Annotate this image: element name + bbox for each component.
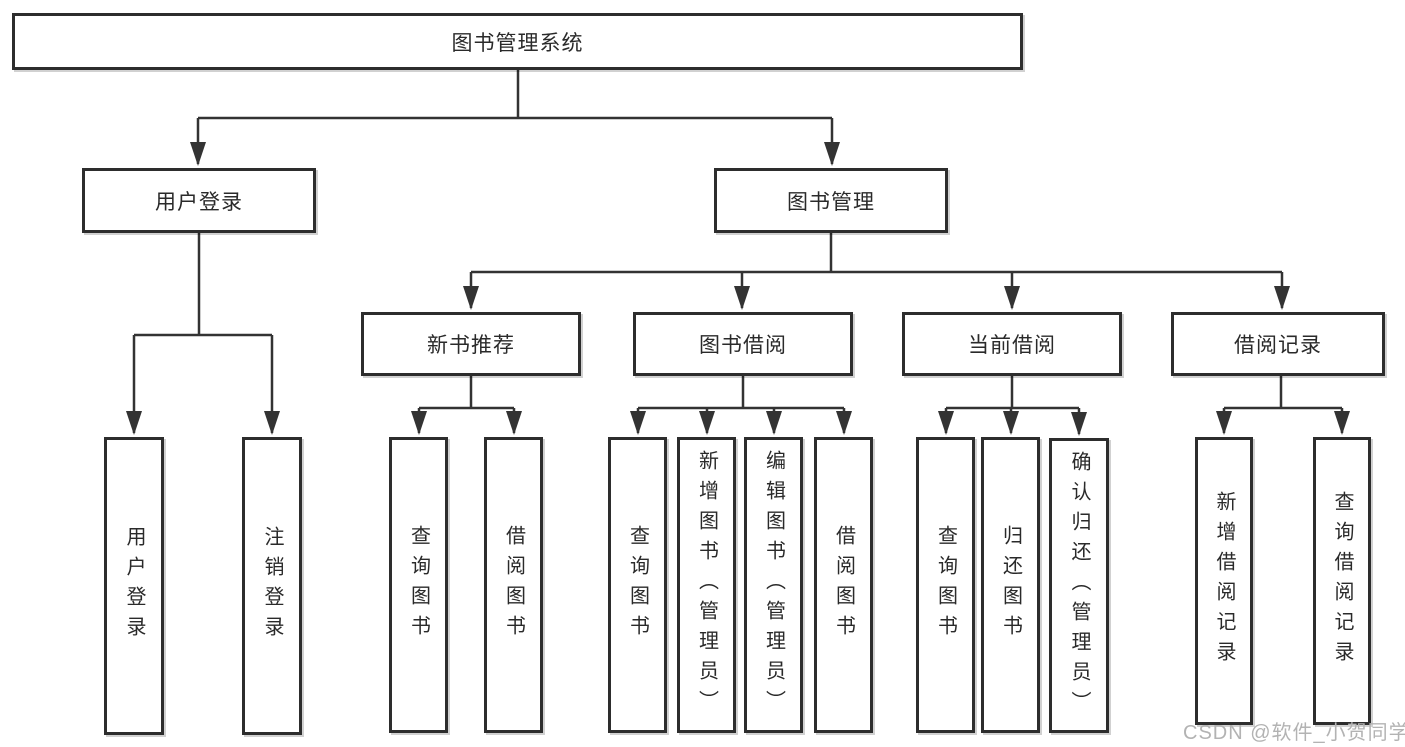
node-book-management: 图书管理 <box>714 168 948 233</box>
node-borrow-records: 借阅记录 <box>1171 312 1385 376</box>
node-book-borrow: 图书借阅 <box>633 312 853 376</box>
leaf-label: 确认归还（管理员） <box>1068 450 1090 721</box>
node-new-book-recommend: 新书推荐 <box>361 312 581 376</box>
leaf-label: 查询借阅记录 <box>1331 491 1353 671</box>
connector-root-trunk <box>198 70 832 120</box>
leaf-borrow-books-recommend: 借阅图书 <box>484 437 543 733</box>
leaf-confirm-return-admin: 确认归还（管理员） <box>1049 438 1109 733</box>
node-label: 图书管理 <box>787 190 875 214</box>
connector-book-mgmt-trunk <box>471 233 1282 274</box>
node-label: 图书借阅 <box>699 334 787 357</box>
leaf-add-borrow-record: 新增借阅记录 <box>1195 437 1253 725</box>
leaf-edit-book-admin: 编辑图书（管理员） <box>744 437 803 733</box>
leaf-label: 归还图书 <box>999 525 1022 645</box>
leaf-label: 查询图书 <box>407 525 430 645</box>
leaf-add-book-admin: 新增图书（管理员） <box>677 437 736 733</box>
node-label: 图书管理系统 <box>451 31 584 55</box>
leaf-label: 借阅图书 <box>502 525 525 645</box>
connector-user-login-trunk <box>134 233 272 337</box>
leaf-label: 注销登录 <box>261 526 283 646</box>
node-label: 新书推荐 <box>427 334 515 357</box>
leaf-return-books: 归还图书 <box>981 437 1040 733</box>
node-label: 用户登录 <box>155 190 243 214</box>
node-current-borrow: 当前借阅 <box>902 312 1122 376</box>
csdn-watermark: CSDN @软件_小贺同学 <box>1183 722 1405 744</box>
leaf-query-books-borrow: 查询图书 <box>608 437 667 733</box>
leaf-label: 用户登录 <box>123 526 145 646</box>
leaf-label: 查询图书 <box>626 525 649 645</box>
leaf-query-books-recommend: 查询图书 <box>389 437 448 733</box>
leaf-query-books-current: 查询图书 <box>916 437 975 733</box>
leaf-label: 新增借阅记录 <box>1213 491 1235 671</box>
leaf-label: 借阅图书 <box>832 525 855 645</box>
leaf-borrow-books: 借阅图书 <box>814 437 873 733</box>
node-library-system-root: 图书管理系统 <box>12 13 1023 70</box>
connector-borrow-record-trunk <box>1224 376 1342 410</box>
node-user-login: 用户登录 <box>82 168 316 233</box>
leaf-query-borrow-record: 查询借阅记录 <box>1313 437 1371 725</box>
leaf-logout-login: 注销登录 <box>242 437 302 735</box>
leaf-user-login: 用户登录 <box>104 437 164 735</box>
node-label: 借阅记录 <box>1234 334 1322 357</box>
connector-new-book-trunk <box>419 376 514 410</box>
node-label: 当前借阅 <box>968 334 1056 357</box>
leaf-label: 查询图书 <box>934 525 957 645</box>
connector-book-borrow-trunk <box>638 376 844 410</box>
leaf-label: 编辑图书（管理员） <box>762 450 785 720</box>
leaf-label: 新增图书（管理员） <box>695 450 718 720</box>
connector-current-borrow-trunk <box>946 376 1079 410</box>
